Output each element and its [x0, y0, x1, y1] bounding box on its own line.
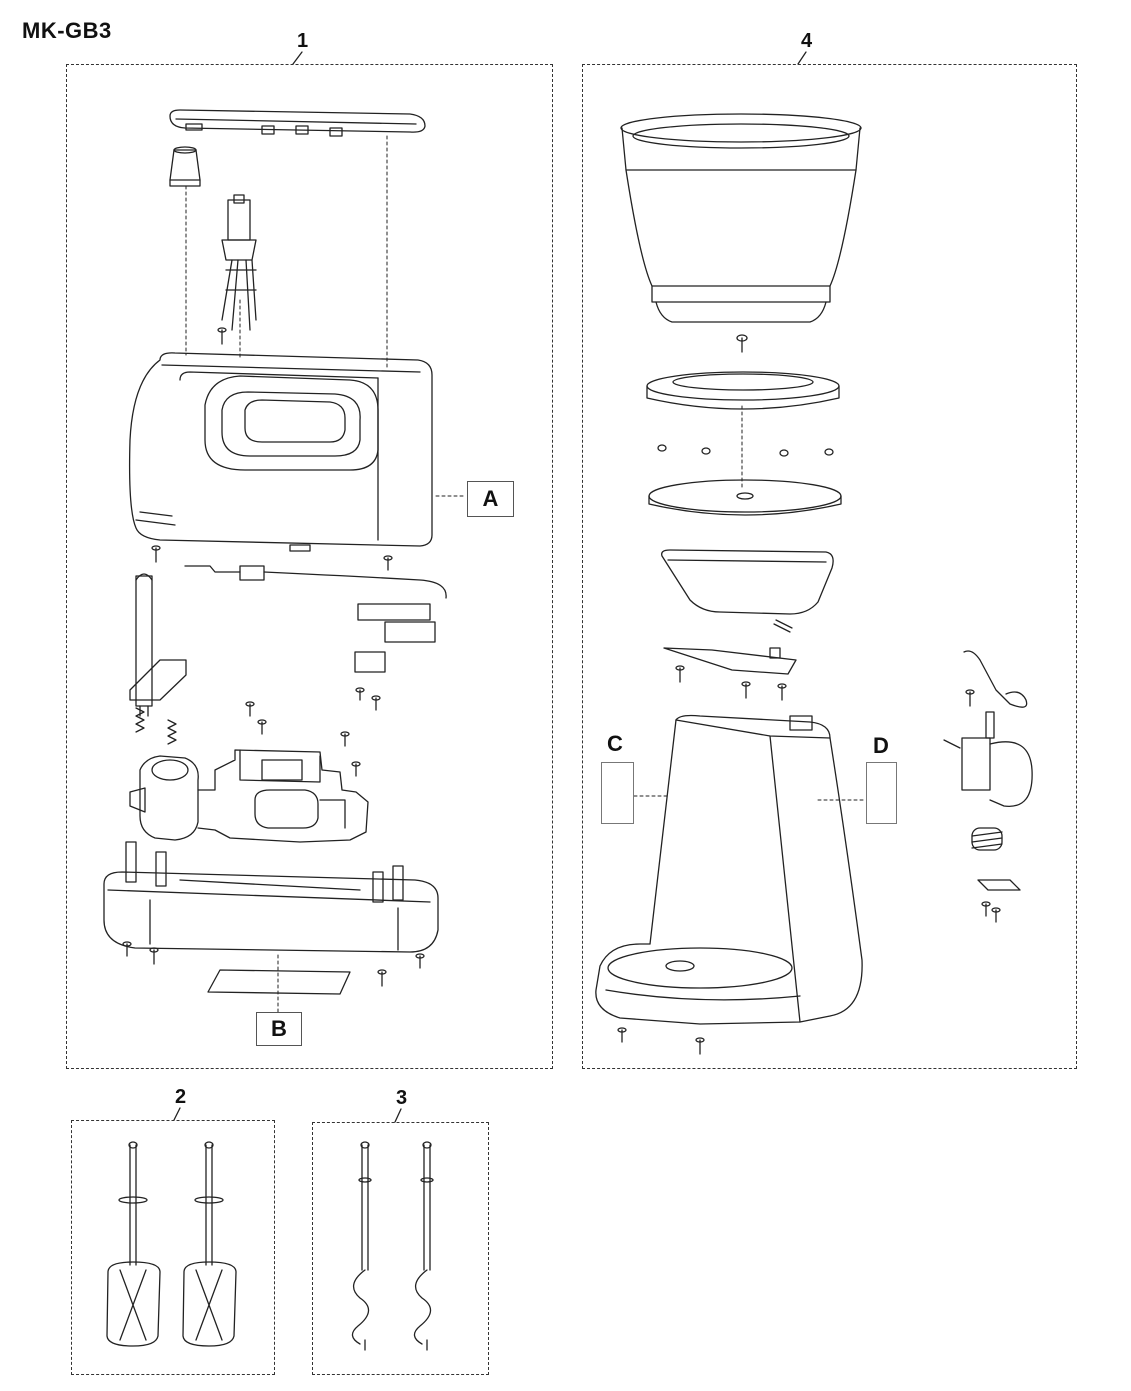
group-3-box	[312, 1122, 489, 1375]
lever-plate-part	[664, 648, 796, 674]
group-number-4: 4	[798, 30, 816, 53]
bowl-ring-part	[647, 372, 839, 409]
group-1-box	[66, 64, 553, 1069]
leader-group-2	[174, 1108, 180, 1120]
handle-cover-part	[170, 110, 425, 136]
screw-part	[218, 328, 226, 344]
beater-part-1	[107, 1142, 160, 1346]
model-title: MK-GB3	[22, 18, 112, 43]
dough-hook-part-2	[414, 1142, 433, 1350]
screw-part	[372, 696, 380, 710]
group-number-2: 2	[172, 1086, 190, 1109]
screw-part	[356, 688, 364, 700]
turntable-part	[649, 480, 841, 515]
screw-part	[150, 948, 158, 964]
callout-a: A	[467, 481, 514, 517]
upper-housing-part	[130, 353, 466, 551]
pin-part	[774, 620, 792, 632]
screw-part	[152, 546, 160, 562]
screw-part	[676, 666, 684, 682]
group-number-3: 3	[393, 1087, 411, 1110]
eject-rod-part	[130, 574, 186, 716]
screw-part	[341, 732, 349, 746]
gear-housing-part	[662, 550, 833, 614]
beater-part-2	[183, 1142, 236, 1346]
screw-part	[992, 908, 1000, 922]
label-area-d	[866, 762, 897, 824]
group-number-1: 1	[294, 30, 312, 53]
screw-part	[258, 720, 266, 734]
screw-part	[737, 335, 747, 352]
switch-assembly-part	[222, 195, 256, 330]
rubber-foot-part	[658, 445, 833, 456]
power-cord-part	[185, 566, 446, 672]
callout-d: D	[873, 733, 889, 758]
screw-part	[378, 970, 386, 986]
leader-group-4	[798, 52, 806, 64]
callout-b: B	[256, 1012, 302, 1046]
release-button-part	[944, 712, 1032, 806]
screw-part	[982, 902, 990, 916]
group-4-box	[582, 64, 1077, 1069]
screw-part	[742, 682, 750, 698]
speed-button-part	[170, 147, 200, 186]
screw-part	[416, 954, 424, 968]
spring-plate-part	[978, 880, 1020, 890]
label-area-c	[601, 762, 634, 824]
release-spring-part	[964, 651, 1027, 707]
rating-label-part	[208, 970, 350, 994]
mixing-bowl-part	[621, 114, 861, 322]
motor-gearbox-part	[130, 750, 368, 842]
screw-part	[123, 942, 131, 956]
screw-part	[966, 690, 974, 706]
stand-base-part	[596, 716, 862, 1025]
group-2-box	[71, 1120, 275, 1375]
leader-group-1	[293, 52, 302, 64]
coil-spring-part	[972, 828, 1002, 850]
spring-part	[136, 708, 176, 744]
alignment-lines-top	[186, 136, 387, 370]
screw-part	[618, 1028, 626, 1042]
screw-part	[246, 702, 254, 716]
screw-part	[384, 556, 392, 570]
screw-part	[352, 762, 360, 776]
lower-housing-part	[104, 842, 438, 952]
callout-c: C	[607, 731, 623, 756]
screw-part	[696, 1038, 704, 1054]
dough-hook-part-1	[352, 1142, 371, 1350]
leader-group-3	[395, 1109, 401, 1122]
screw-part	[778, 684, 786, 700]
